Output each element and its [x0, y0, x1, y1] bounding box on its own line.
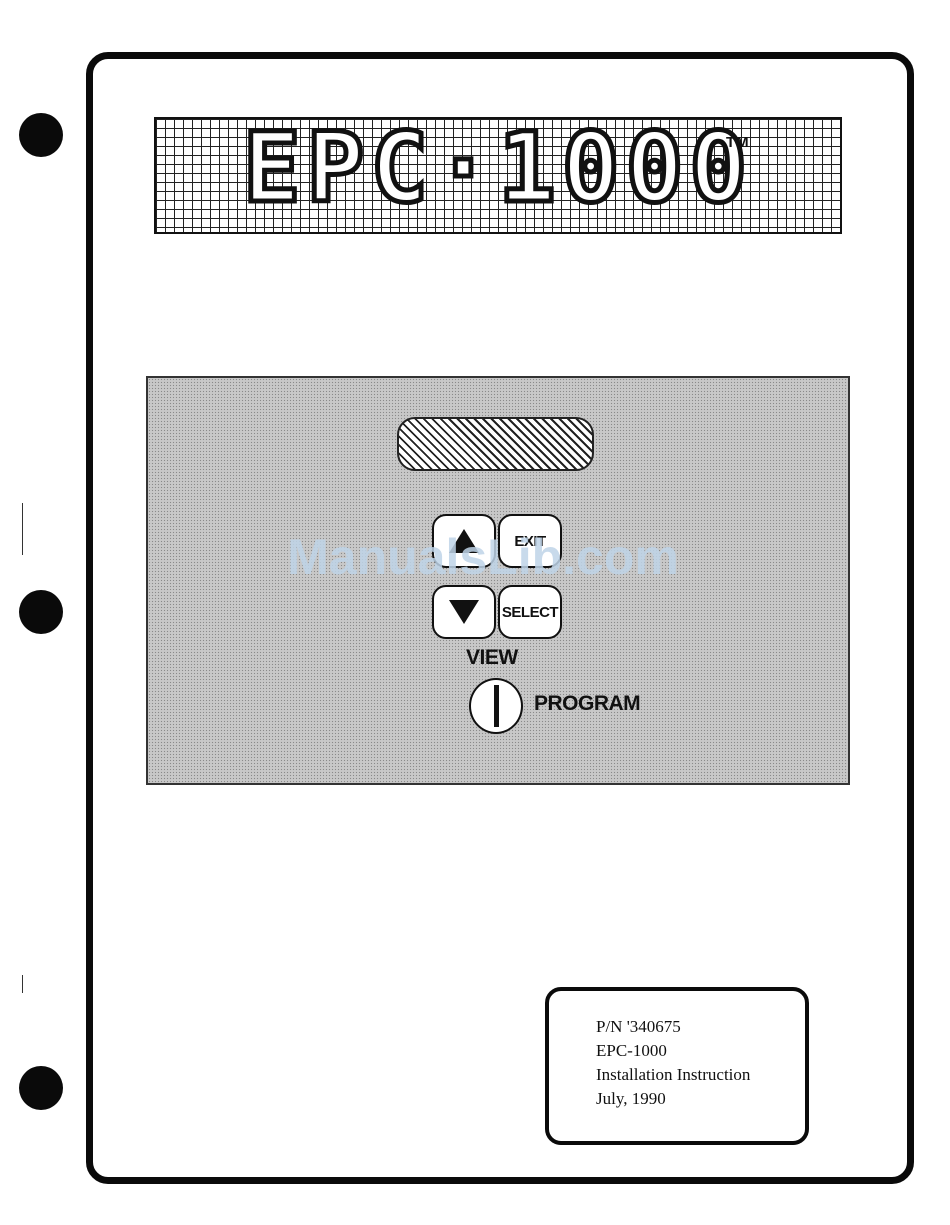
- info-lines: P/N '340675 EPC-1000 Installation Instru…: [596, 1015, 750, 1111]
- select-label: SELECT: [502, 604, 558, 621]
- switch-indicator-icon: [494, 685, 499, 727]
- trademark-mark: TM: [726, 134, 750, 151]
- exit-button[interactable]: EXIT: [498, 514, 562, 568]
- up-arrow-button[interactable]: [432, 514, 496, 568]
- document-title: Installation Instruction: [596, 1063, 750, 1087]
- exit-label: EXIT: [514, 533, 545, 550]
- scan-mark: [22, 975, 23, 993]
- view-label: VIEW: [466, 646, 518, 670]
- triangle-up-icon: [449, 529, 479, 553]
- punch-hole-top: [19, 113, 63, 157]
- program-switch[interactable]: [469, 678, 523, 734]
- document-date: July, 1990: [596, 1087, 750, 1111]
- product-logo-title: EPC·1000: [268, 113, 728, 223]
- select-button[interactable]: SELECT: [498, 585, 562, 639]
- down-arrow-button[interactable]: [432, 585, 496, 639]
- lcd-display: [397, 417, 594, 471]
- punch-hole-middle: [19, 590, 63, 634]
- triangle-down-icon: [449, 600, 479, 624]
- program-label: PROGRAM: [534, 692, 640, 716]
- model-name: EPC-1000: [596, 1039, 750, 1063]
- scan-mark: [22, 503, 23, 555]
- part-number: P/N '340675: [596, 1015, 750, 1039]
- punch-hole-bottom: [19, 1066, 63, 1110]
- document-info-box: P/N '340675 EPC-1000 Installation Instru…: [545, 987, 809, 1145]
